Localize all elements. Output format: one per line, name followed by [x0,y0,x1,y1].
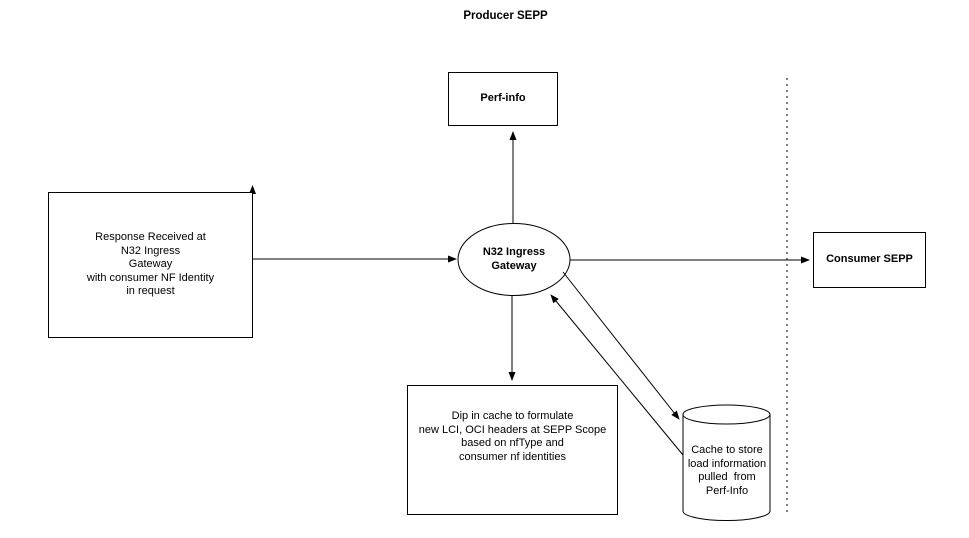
dip-cache-line: consumer nf identities [459,450,566,463]
node-response-received: Response Received at N32 Ingress Gateway… [48,192,253,338]
dip-cache-line: based on nfType and [461,437,564,449]
response-line: Response Received at [95,231,206,244]
dip-cache-line: Dip in cache to formulate [451,410,574,422]
node-consumer-sepp: Consumer SEPP [813,232,926,288]
diagram-title: Producer SEPP [463,10,548,22]
cache-db-line: Perf-Info [705,484,749,497]
cylinder-body [682,414,771,521]
response-line: N32 Ingress [120,244,181,257]
gateway-line: N32 Ingress [482,246,546,258]
node-cache-db-label: Cache to store load information pulled f… [683,444,771,498]
cache-db-line: load information [687,457,767,470]
cache-db-cylinder-shape [682,404,771,521]
gateway-line: Gateway [491,259,537,272]
perf-info-label: Perf-info [480,92,526,105]
dip-cache-line: new LCI, OCI headers at SEPP Scope [418,423,607,436]
response-line: with consumer NF Identity [86,271,215,284]
response-line: Gateway [128,258,173,271]
connector-cache-db-to-gateway [550,294,684,456]
cylinder-top [682,404,771,425]
consumer-sepp-label: Consumer SEPP [826,253,913,266]
cache-db-line: Cache to store [691,444,763,456]
node-gateway-label: N32 Ingress Gateway [458,246,570,273]
node-perf-info: Perf-info [448,72,558,126]
node-dip-cache: Dip in cache to formulate new LCI, OCI h… [407,385,618,515]
cache-db-line: pulled from [698,471,756,483]
connector-gateway-to-cache-db [562,271,680,420]
response-line: in request [126,285,175,298]
